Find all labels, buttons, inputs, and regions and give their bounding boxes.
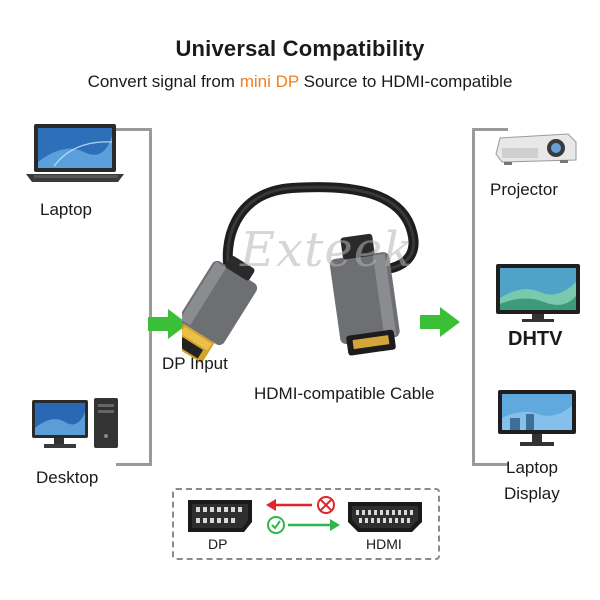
hdmi-port-icon: [348, 502, 422, 532]
subtitle-accent: mini DP: [239, 72, 299, 91]
compare-hdmi-label: HDMI: [366, 536, 402, 552]
page-title: Universal Compatibility: [175, 36, 425, 61]
dp-port-icon: [188, 500, 252, 532]
subtitle-prefix: Convert signal from: [87, 72, 240, 91]
cable-illustration: [182, 182, 419, 364]
projector-icon: [495, 133, 577, 165]
laptop-label: Laptop: [40, 200, 92, 219]
desktop-label: Desktop: [36, 468, 99, 487]
laptop-display-label-2: Display: [504, 484, 560, 503]
cable-label: HDMI-compatible Cable: [254, 384, 435, 403]
sources-bracket: [116, 128, 152, 466]
input-arrow-icon: [148, 309, 188, 339]
page-subtitle: Convert signal from mini DP Source to HD…: [0, 72, 600, 92]
compatibility-box: [172, 488, 440, 560]
compare-dp-label: DP: [208, 536, 228, 552]
dp-input-label: DP Input: [162, 354, 228, 373]
outputs-bracket: [472, 128, 508, 466]
dhtv-label: DHTV: [508, 328, 563, 350]
subtitle-suffix: Source to HDMI-compatible: [298, 72, 513, 91]
laptop-display-label-1: Laptop: [506, 458, 558, 477]
laptop-icon: [26, 124, 124, 182]
projector-label: Projector: [490, 180, 559, 199]
watermark-text: Exteek: [240, 222, 414, 278]
tv-icon: [496, 264, 580, 322]
monitor-icon: [498, 390, 576, 446]
desktop-icon: [32, 398, 118, 448]
output-arrow-icon: [420, 307, 460, 337]
compatible-arrow-icon: [267, 516, 340, 534]
incompatible-arrow-icon: [266, 496, 335, 514]
